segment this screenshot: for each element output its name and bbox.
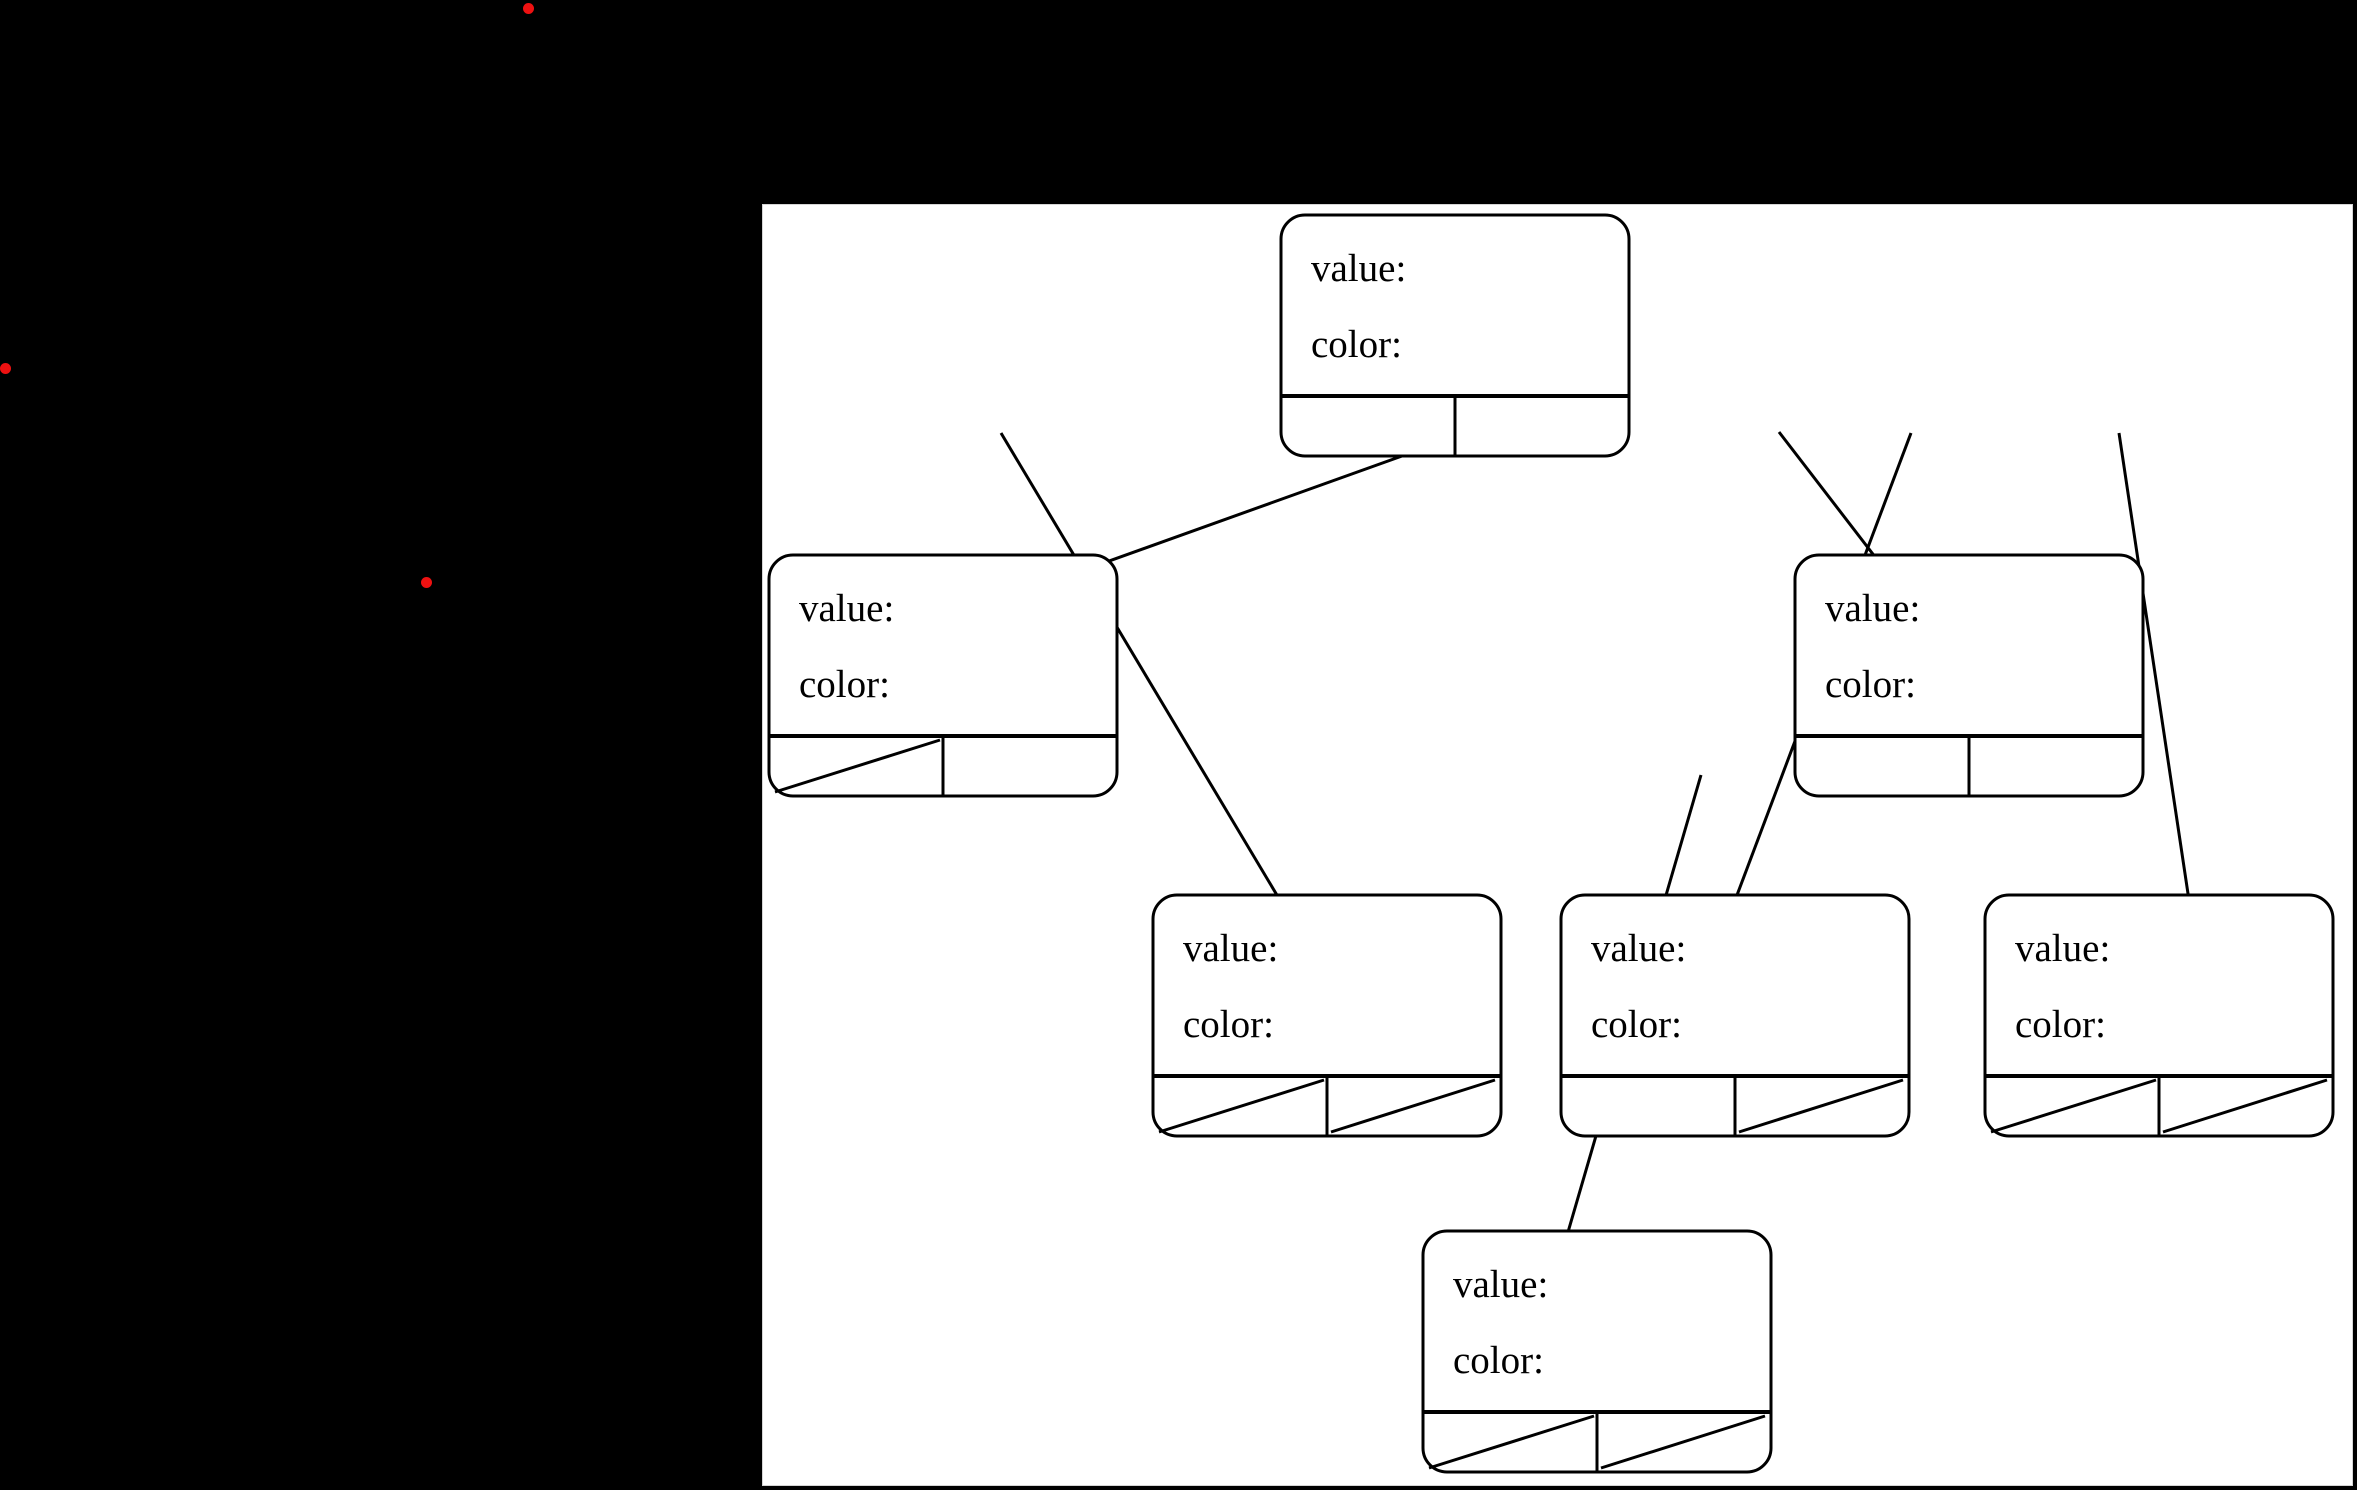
node-value-label: value: xyxy=(1183,927,1278,970)
null-pointer-slash-left xyxy=(774,738,941,794)
node-left[interactable]: value: color: xyxy=(767,553,1119,798)
null-pointer-slash-right xyxy=(1330,1078,1496,1134)
null-pointer-slash-left xyxy=(1158,1078,1325,1134)
node-root[interactable]: value: color: xyxy=(1279,213,1631,458)
node-color-label: color: xyxy=(2015,1003,2106,1046)
node-left-right[interactable]: value: color: xyxy=(1151,893,1503,1138)
node-color-label: color: xyxy=(1591,1003,1682,1046)
tree-diagram-svg: value:color:value:color:value:color:valu… xyxy=(767,213,2335,1474)
node-value-label: value: xyxy=(1825,587,1920,630)
edge-right-right xyxy=(2117,432,2201,930)
cursor-marker-dot xyxy=(421,577,432,588)
nodes-layer: value:color:value:color:value:color:valu… xyxy=(767,213,2335,1474)
node-value-label: value: xyxy=(1591,927,1686,970)
null-pointer-slash-right xyxy=(1738,1078,1904,1134)
node-value-label: value: xyxy=(1311,247,1406,290)
node-value-label: value: xyxy=(2015,927,2110,970)
node-color-label: color: xyxy=(1183,1003,1274,1046)
node-color-label: color: xyxy=(1453,1339,1544,1382)
cursor-marker-dot xyxy=(523,3,534,14)
edge-left-right xyxy=(999,432,1298,930)
node-value-label: value: xyxy=(1453,1263,1548,1306)
null-pointer-slash-right xyxy=(1600,1414,1766,1470)
node-color-label: color: xyxy=(1311,323,1402,366)
node-value-label: value: xyxy=(799,587,894,630)
node-right-left-left[interactable]: value: color: xyxy=(1421,1229,1773,1474)
node-color-label: color: xyxy=(799,663,890,706)
edges-layer xyxy=(999,430,2201,1266)
null-pointer-slash-left xyxy=(1990,1078,2157,1134)
diagram-canvas[interactable]: value:color:value:color:value:color:valu… xyxy=(762,204,2353,1486)
node-right-left[interactable]: value: color: xyxy=(1559,893,1911,1138)
node-right[interactable]: value: color: xyxy=(1793,553,2145,798)
cursor-marker-dot xyxy=(0,363,11,374)
node-color-label: color: xyxy=(1825,663,1916,706)
node-right-right[interactable]: value: color: xyxy=(1983,893,2335,1138)
null-pointer-slash-right xyxy=(2162,1078,2328,1134)
null-pointer-slash-left xyxy=(1428,1414,1595,1470)
